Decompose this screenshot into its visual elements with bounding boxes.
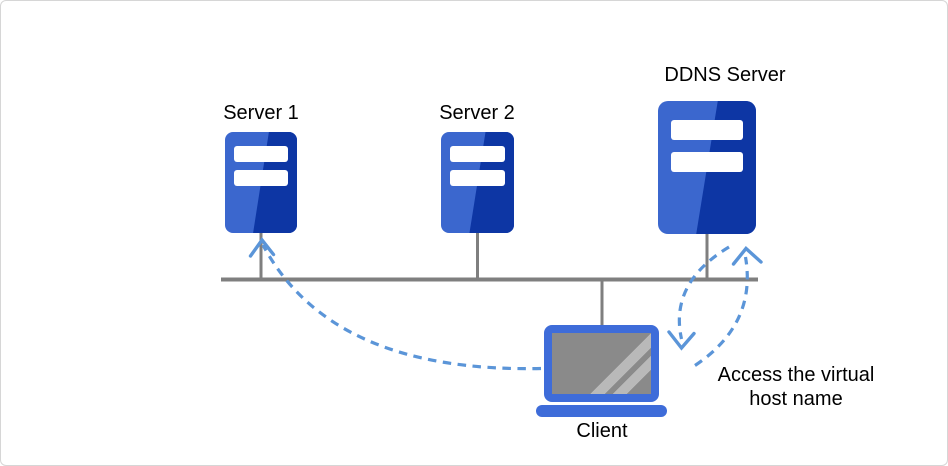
access-note-label: Access the virtual host name xyxy=(717,364,875,410)
ddns-server-icon xyxy=(658,101,756,234)
server1-icon xyxy=(225,132,297,233)
client-to-ddns-dashed-arc xyxy=(694,256,749,367)
server-drive-slot xyxy=(670,151,744,173)
server-drive-slot xyxy=(670,119,744,141)
ddns-server-label: DDNS Server xyxy=(664,64,786,86)
client-label: Client xyxy=(576,420,628,442)
arrowhead-down-client-icon xyxy=(667,330,696,351)
server-drive-slot xyxy=(234,170,288,187)
server-drive-slot xyxy=(450,146,505,162)
server2-icon xyxy=(441,132,514,233)
arrowhead-up-ddns-icon xyxy=(731,246,763,266)
server-drive-slot xyxy=(450,170,505,187)
server-drive-slot xyxy=(234,146,288,162)
server2-label: Server 2 xyxy=(439,102,515,124)
arrowhead-up-server1-icon xyxy=(248,237,276,258)
client-to-server1-dashed-arrow xyxy=(261,244,542,371)
server1-label: Server 1 xyxy=(223,102,299,124)
ddns-to-client-dashed-arc xyxy=(677,245,730,340)
laptop-base xyxy=(536,405,667,417)
client-laptop-icon xyxy=(544,325,659,402)
